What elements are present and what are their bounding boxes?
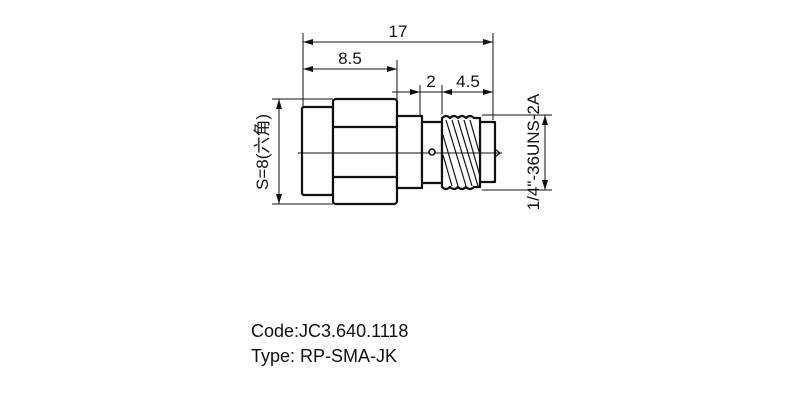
hex-body — [331, 97, 399, 206]
neck — [395, 114, 424, 190]
dim-4-5-label: 4.5 — [456, 72, 480, 91]
product-type: Type: RP-SMA-JK — [251, 346, 398, 366]
hex-size-label: S=8(六角) — [253, 114, 272, 190]
nut-flange — [300, 105, 335, 197]
dim-2-label: 2 — [426, 72, 435, 91]
thread-spec-label: 1/4"-36UNS-2A — [524, 93, 543, 210]
end-sleeve — [478, 120, 497, 184]
hole-mark — [428, 148, 436, 156]
dim-8-5-label: 8.5 — [338, 49, 362, 68]
product-code: Code:JC3.640.1118 — [251, 321, 409, 341]
dim-17-label: 17 — [389, 22, 408, 41]
pin-tip — [494, 148, 501, 158]
